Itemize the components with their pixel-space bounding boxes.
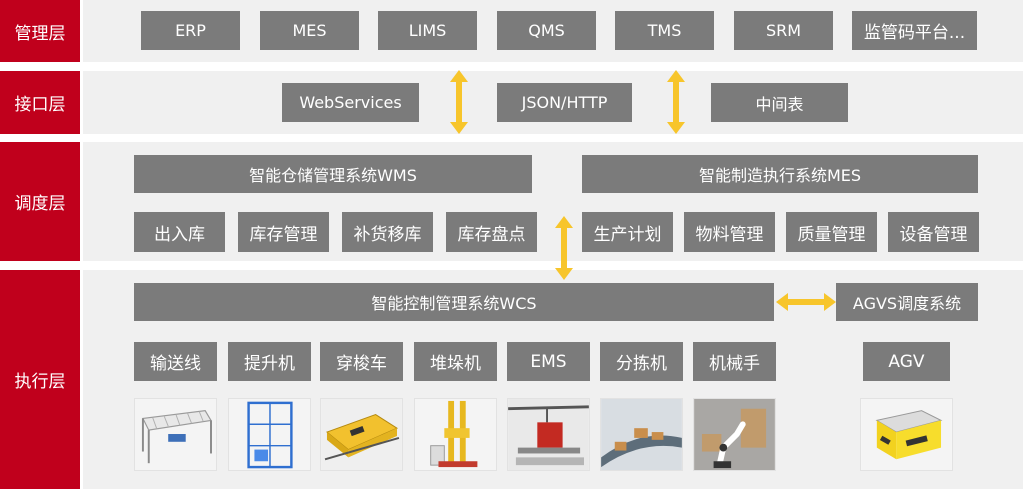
system-regulatory-code-platform: 监管码平台... bbox=[852, 11, 977, 50]
conveyor-image bbox=[134, 398, 217, 471]
wms-module-inventory-management: 库存管理 bbox=[238, 212, 329, 252]
system-tms: TMS bbox=[615, 11, 714, 50]
ems-image bbox=[507, 398, 590, 471]
mes-title: 智能制造执行系统MES bbox=[582, 155, 978, 193]
equipment-conveyor: 输送线 bbox=[134, 342, 217, 381]
equipment-ems: EMS bbox=[507, 342, 590, 381]
mes-module-equipment-management: 设备管理 bbox=[888, 212, 979, 252]
wcs-title: 智能控制管理系统WCS bbox=[134, 283, 774, 321]
wms-module-replenishment: 补货移库 bbox=[342, 212, 433, 252]
layer-label-management: 管理层 bbox=[0, 0, 80, 62]
system-mes: MES bbox=[260, 11, 359, 50]
equipment-stacker-crane: 堆垛机 bbox=[414, 342, 497, 381]
agv-image bbox=[860, 398, 953, 471]
wms-title: 智能仓储管理系统WMS bbox=[134, 155, 532, 193]
interface-middle-table: 中间表 bbox=[711, 83, 848, 122]
system-qms: QMS bbox=[497, 11, 596, 50]
system-erp: ERP bbox=[141, 11, 240, 50]
equipment-agv: AGV bbox=[863, 342, 950, 381]
wms-module-inbound-outbound: 出入库 bbox=[134, 212, 225, 252]
lift-image bbox=[228, 398, 311, 471]
double-arrow-icon bbox=[555, 216, 573, 280]
double-arrow-icon bbox=[667, 70, 685, 134]
equipment-robot-arm: 机械手 bbox=[693, 342, 776, 381]
sorter-image bbox=[600, 398, 683, 471]
mes-module-production-plan: 生产计划 bbox=[582, 212, 673, 252]
mes-module-quality-management: 质量管理 bbox=[786, 212, 877, 252]
stacker-image bbox=[414, 398, 497, 471]
layer-label-execution: 执行层 bbox=[0, 270, 80, 489]
mes-module-material-management: 物料管理 bbox=[684, 212, 775, 252]
wms-module-stocktaking: 库存盘点 bbox=[446, 212, 537, 252]
double-arrow-icon bbox=[450, 70, 468, 134]
layer-label-interface: 接口层 bbox=[0, 71, 80, 134]
interface-json-http: JSON/HTTP bbox=[497, 83, 632, 122]
robot-arm-image bbox=[693, 398, 776, 471]
layer-label-scheduling: 调度层 bbox=[0, 142, 80, 261]
system-srm: SRM bbox=[734, 11, 833, 50]
equipment-sorter: 分拣机 bbox=[600, 342, 683, 381]
equipment-lift: 提升机 bbox=[228, 342, 311, 381]
double-arrow-icon bbox=[776, 293, 836, 311]
equipment-shuttle: 穿梭车 bbox=[320, 342, 403, 381]
system-lims: LIMS bbox=[378, 11, 477, 50]
agvs-title: AGVS调度系统 bbox=[836, 283, 978, 321]
interface-webservices: WebServices bbox=[282, 83, 419, 122]
shuttle-image bbox=[320, 398, 403, 471]
